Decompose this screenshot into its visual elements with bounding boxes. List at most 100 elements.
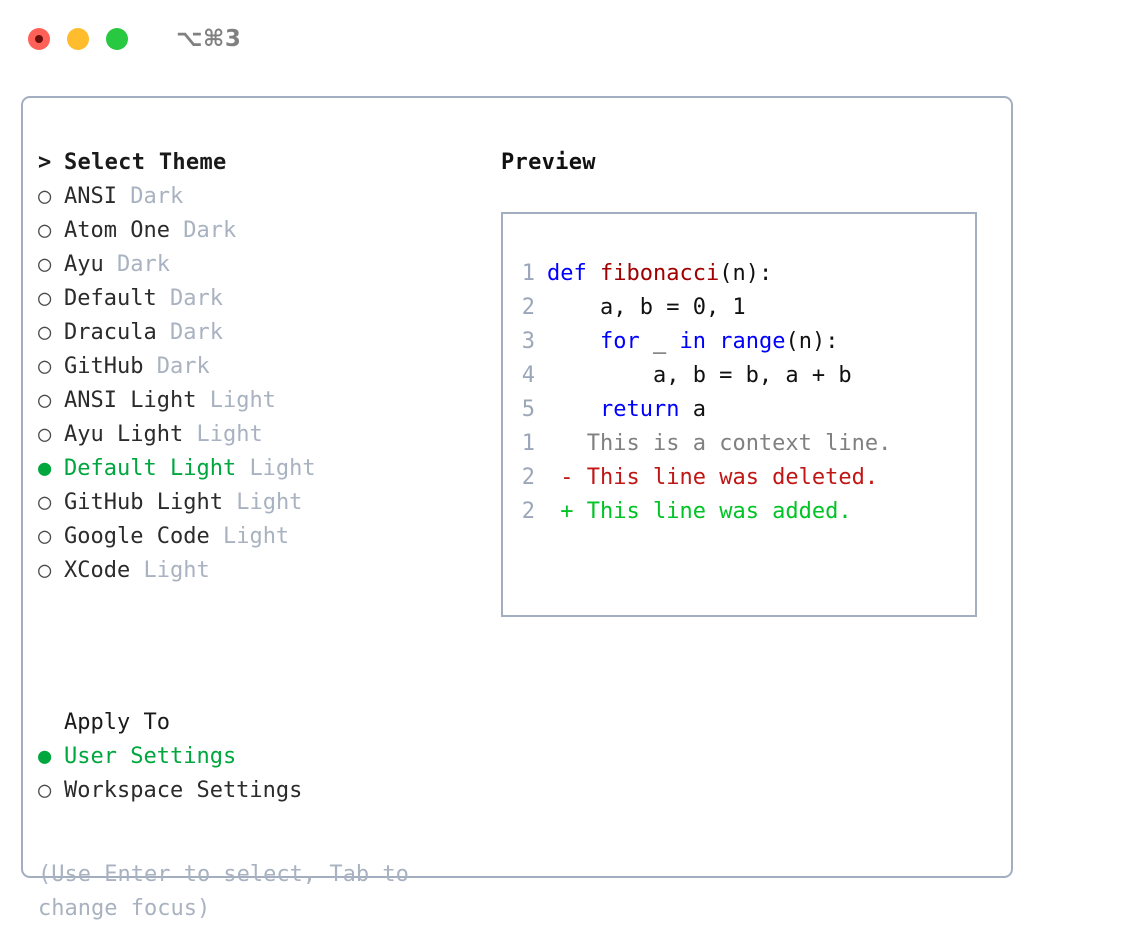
radio-unselected-icon[interactable]: ○ xyxy=(38,184,52,209)
apply-to-option-row[interactable]: ●User Settings xyxy=(38,740,488,774)
code-token-kw: return xyxy=(599,397,680,422)
diff-line-add: 2 + This line was added. xyxy=(521,495,967,529)
diff-sample: 1 This is a context line.2 - This line w… xyxy=(521,427,967,529)
theme-option-row[interactable]: ○ GitHub Light Light xyxy=(38,486,488,520)
diff-line-del: 2 - This line was deleted. xyxy=(521,461,967,495)
spacer xyxy=(130,558,143,583)
code-line-number: 2 xyxy=(521,295,535,320)
theme-option-row[interactable]: ○Ayu Light Light xyxy=(38,418,488,452)
spacer xyxy=(157,320,170,345)
preview-title: Preview xyxy=(501,150,596,175)
radio-unselected-icon[interactable]: ○ xyxy=(38,218,52,243)
code-token-kw: range xyxy=(719,329,786,354)
theme-option-name: Atom One xyxy=(64,218,170,243)
diff-text: This line was deleted. xyxy=(586,465,879,490)
theme-option-name: Dracula xyxy=(64,320,157,345)
code-token-plain xyxy=(706,329,719,354)
theme-option-row[interactable]: ○ ANSI Dark xyxy=(38,180,488,214)
code-token-plain: a xyxy=(679,397,706,422)
apply-to-panel: Apply To ●User Settings○Workspace Settin… xyxy=(38,706,488,808)
spacer xyxy=(117,184,130,209)
diff-line-number: 1 xyxy=(521,431,535,456)
spacer xyxy=(236,456,249,481)
theme-option-name: ANSI xyxy=(64,184,117,209)
radio-unselected-icon[interactable]: ○ xyxy=(38,320,52,345)
spacer xyxy=(143,354,156,379)
apply-to-option-label: Workspace Settings xyxy=(64,778,303,803)
spacer xyxy=(183,422,196,447)
theme-option-row[interactable]: ○ Dracula Dark xyxy=(38,316,488,350)
code-line: 3 for _ in range(n): xyxy=(521,325,967,359)
diff-line-ctx: 1 This is a context line. xyxy=(521,427,967,461)
theme-option-row[interactable]: ○XCode Light xyxy=(38,554,488,588)
theme-option-kind: Dark xyxy=(169,286,223,311)
code-token-plain: a, b = b, a + b xyxy=(547,363,852,388)
diff-line-number: 2 xyxy=(521,465,535,490)
theme-option-kind: Light xyxy=(143,558,210,583)
diff-text: This is a context line. xyxy=(586,431,892,456)
theme-option-row[interactable]: ○ Default Dark xyxy=(38,282,488,316)
radio-unselected-icon[interactable]: ○ xyxy=(38,388,52,413)
diff-sign: + xyxy=(547,499,587,524)
theme-option-row[interactable]: ○GitHub Dark xyxy=(38,350,488,384)
theme-option-kind: Dark xyxy=(130,184,184,209)
window-title: ⌥⌘3 xyxy=(176,26,242,52)
theme-list-heading: > Select Theme xyxy=(38,146,488,180)
theme-option-name: GitHub xyxy=(64,354,144,379)
theme-option-kind: Light xyxy=(209,388,276,413)
theme-option-kind: Light xyxy=(236,490,303,515)
radio-unselected-icon[interactable]: ○ xyxy=(38,524,52,549)
spacer xyxy=(157,286,170,311)
spacer xyxy=(196,388,209,413)
radio-unselected-icon[interactable]: ○ xyxy=(38,286,52,311)
theme-option-name: Default xyxy=(64,286,157,311)
spacer xyxy=(104,252,117,277)
radio-selected-icon[interactable]: ● xyxy=(38,744,52,769)
radio-unselected-icon[interactable]: ○ xyxy=(38,490,52,515)
zoom-window-button[interactable] xyxy=(106,28,128,50)
code-line: 4 a, b = b, a + b xyxy=(521,359,967,393)
theme-option-name: Default Light xyxy=(64,456,237,481)
theme-option-kind: Dark xyxy=(183,218,237,243)
theme-option-row[interactable]: ○ Atom One Dark xyxy=(38,214,488,248)
theme-option-name: Ayu Light xyxy=(64,422,184,447)
title-bar: ⌥⌘3 xyxy=(0,0,1140,78)
theme-option-row[interactable]: ● Default Light Light xyxy=(38,452,488,486)
code-token-plain xyxy=(547,329,600,354)
code-line: 5 return a xyxy=(521,393,967,427)
code-line-number: 4 xyxy=(521,363,535,388)
apply-to-option-row[interactable]: ○ Workspace Settings xyxy=(38,774,488,808)
radio-unselected-icon[interactable]: ○ xyxy=(38,778,52,803)
code-token-kw: in xyxy=(679,329,706,354)
radio-selected-icon[interactable]: ● xyxy=(38,456,52,481)
diff-sign xyxy=(547,431,587,456)
prompt-caret-icon: > xyxy=(38,150,52,175)
minimize-window-button[interactable] xyxy=(67,28,89,50)
theme-option-name: ANSI Light xyxy=(64,388,197,413)
theme-option-kind: Dark xyxy=(117,252,170,277)
radio-unselected-icon[interactable]: ○ xyxy=(38,558,52,583)
code-line-number: 3 xyxy=(521,329,535,354)
code-token-fn: fibonacci xyxy=(600,261,720,286)
theme-option-name: GitHub Light xyxy=(64,490,223,515)
theme-option-row[interactable]: ○Ayu Dark xyxy=(38,248,488,282)
theme-list-heading-label: Select Theme xyxy=(64,150,227,175)
radio-unselected-icon[interactable]: ○ xyxy=(38,354,52,379)
theme-picker-dialog: >Select Theme ○ANSI Dark○Atom One Dark○A… xyxy=(21,96,1013,921)
radio-unselected-icon[interactable]: ○ xyxy=(38,422,52,447)
code-token-plain: _ xyxy=(639,329,680,354)
theme-option-kind: Dark xyxy=(169,320,223,345)
code-token-plain: a, b = 0, 1 xyxy=(547,295,746,320)
theme-option-row[interactable]: ○Google Code Light xyxy=(38,520,488,554)
close-window-button[interactable] xyxy=(28,28,50,50)
spacer xyxy=(223,490,236,515)
theme-option-row[interactable]: ○ ANSI Light Light xyxy=(38,384,488,418)
radio-unselected-icon[interactable]: ○ xyxy=(38,252,52,277)
code-token-kw: for xyxy=(599,329,640,354)
spacer xyxy=(210,524,223,549)
theme-option-kind: Light xyxy=(249,456,316,481)
